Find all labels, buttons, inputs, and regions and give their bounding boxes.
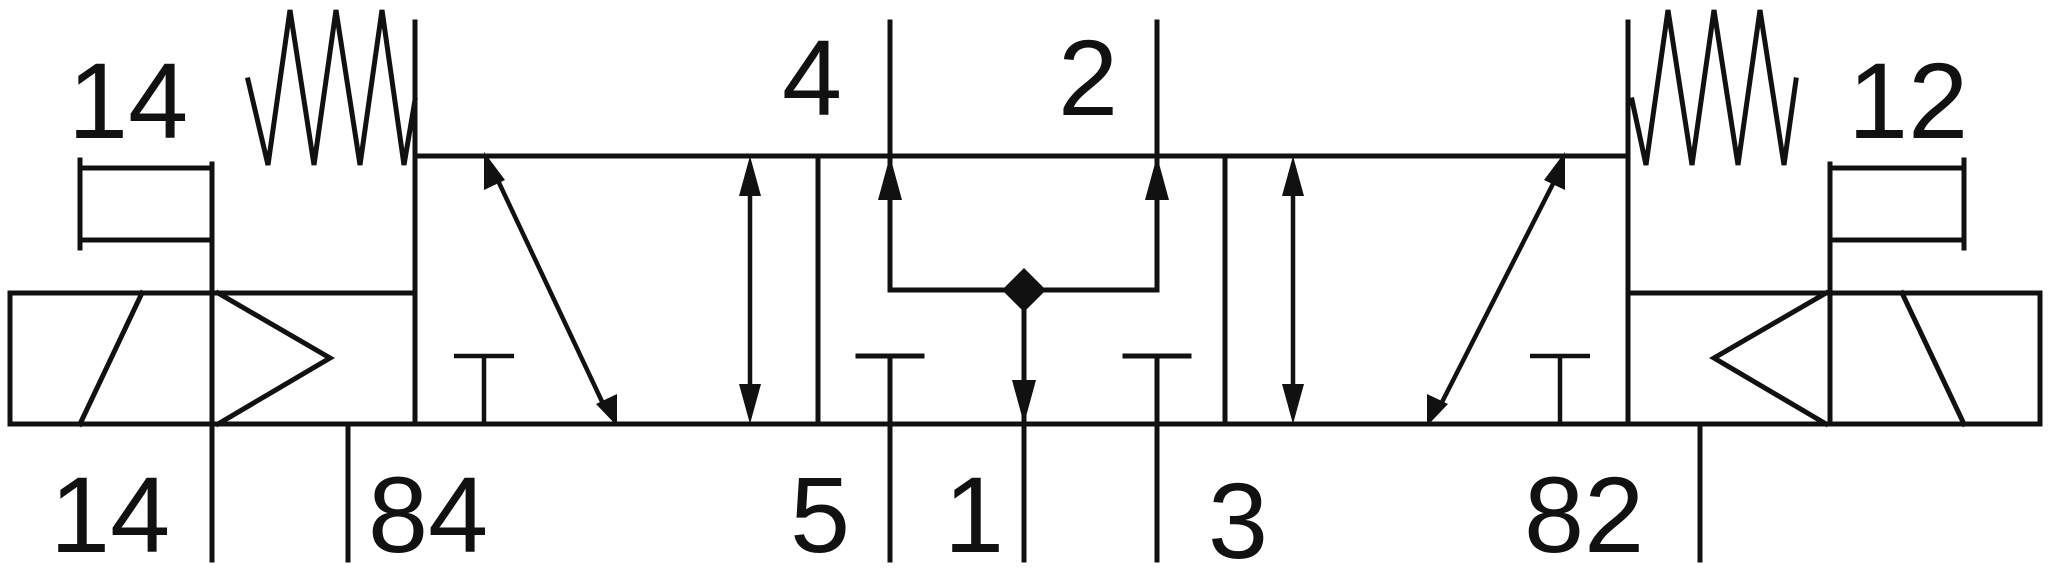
port-5-label: 5 [790, 454, 850, 574]
shuttle-check-icon [1002, 268, 1046, 312]
right-square-flow [1282, 152, 1590, 426]
port-3-label: 3 [1208, 460, 1268, 574]
port-2-label: 2 [1058, 17, 1118, 138]
left-solenoid-icon [7, 161, 418, 563]
port-1-label: 1 [944, 454, 1004, 574]
center-square-flow [855, 19, 1192, 563]
right-spring-icon [1629, 9, 1799, 166]
pilot-14-top-label: 14 [68, 40, 188, 161]
port-4-label: 4 [782, 17, 842, 138]
left-spring-icon [244, 9, 418, 166]
port-82-label: 82 [1524, 454, 1644, 574]
port-84-label: 84 [368, 454, 488, 574]
left-manual-override-icon [77, 157, 215, 251]
port-14-bottom-label: 14 [50, 454, 170, 574]
right-solenoid-icon [1625, 161, 2043, 563]
pilot-12-top-label: 12 [1848, 40, 1968, 161]
left-square-flow [454, 152, 761, 426]
right-manual-override-icon [1827, 157, 1967, 251]
